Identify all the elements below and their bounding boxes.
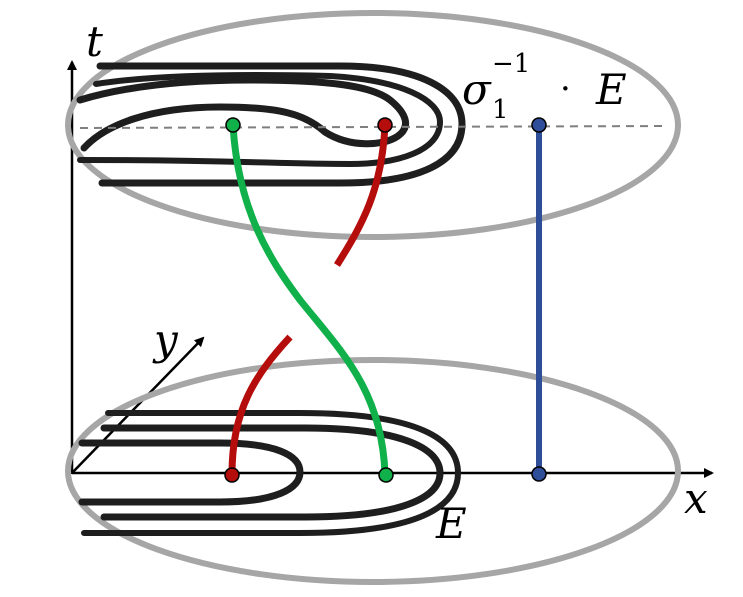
- top-disk-label-sigma: σ: [462, 65, 492, 114]
- bottom-curve-inner: [78, 439, 304, 506]
- top-disk-label-dot: ·: [560, 69, 571, 109]
- top-disk-label: σ 1 −1 · E: [462, 49, 627, 125]
- bottom-disk-label: E: [435, 499, 467, 548]
- green-point-top: [225, 117, 241, 133]
- red-strand-upper: [334, 124, 389, 267]
- blue-point-bottom: [531, 466, 547, 482]
- top-disk-label-sub: 1: [492, 95, 509, 125]
- green-strand: [229, 121, 389, 478]
- red-strand-lower: [228, 334, 293, 475]
- top-curves: [76, 62, 466, 187]
- bottom-curve-middle: [100, 424, 444, 521]
- blue-point-top: [531, 117, 547, 133]
- top-level-dashed-line: [79, 125, 669, 129]
- top-curve-inner: [77, 71, 444, 168]
- y-axis: [71, 336, 205, 474]
- green-point-bottom: [378, 467, 394, 483]
- top-curve-middle: [76, 76, 410, 152]
- y-axis-label: y: [152, 315, 179, 364]
- top-disk-label-E: E: [595, 65, 627, 114]
- bottom-disk-outline: [65, 357, 681, 585]
- top-disk-outline: [65, 10, 681, 240]
- top-curve-outer: [96, 62, 466, 187]
- red-point-bottom: [224, 467, 240, 483]
- top-disk-label-sup: −1: [492, 49, 530, 79]
- red-point-top: [377, 117, 393, 133]
- t-axis-label: t: [86, 17, 103, 66]
- x-axis-label: x: [684, 474, 708, 523]
